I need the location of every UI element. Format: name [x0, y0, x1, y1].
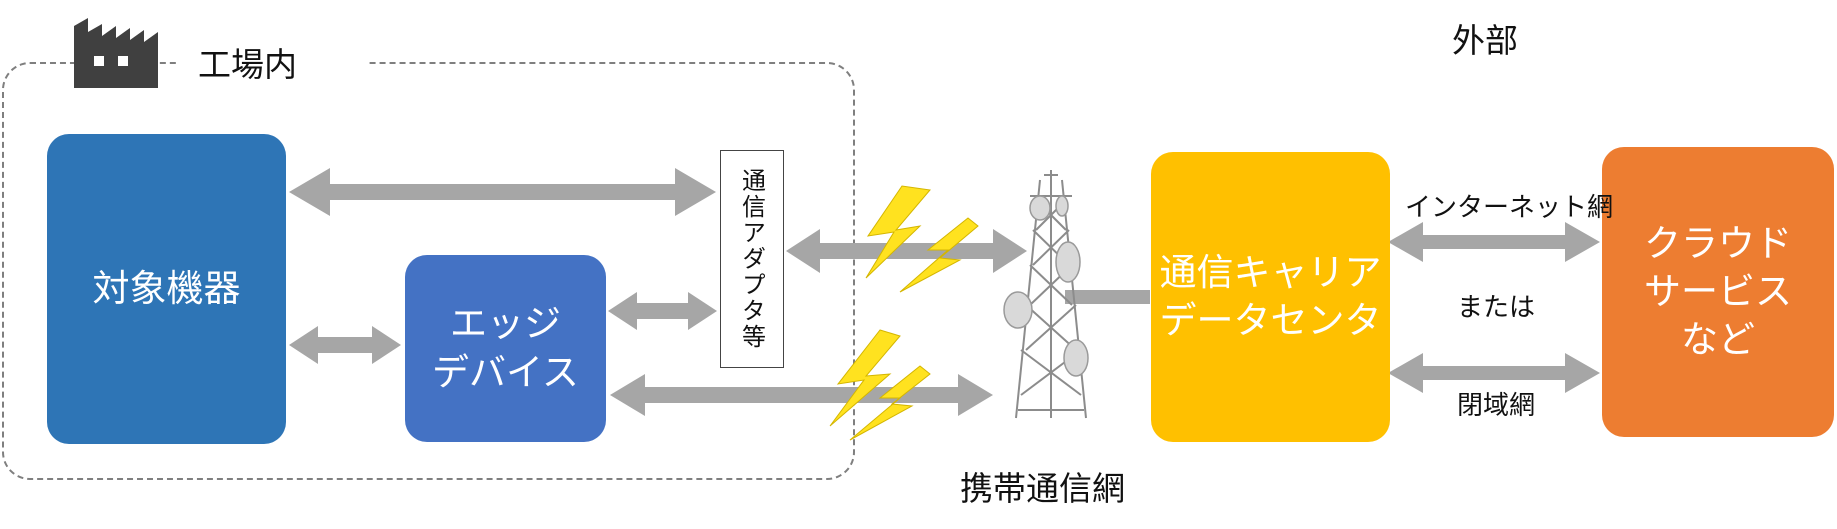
dish-antenna-3 [1003, 291, 1033, 329]
factory-icon [74, 18, 158, 88]
or-label: または [1456, 293, 1535, 323]
arrow-target-edge [289, 326, 401, 364]
internet-label: インターネット網 [1405, 193, 1614, 223]
cloud-label-line2: サービス [1644, 269, 1792, 313]
factory-label: 工場内 [198, 45, 297, 84]
dish-antenna-2 [1055, 241, 1081, 283]
dish-antenna-5 [1055, 195, 1069, 217]
closed-network-label: 閉域網 [1456, 391, 1535, 421]
arrow-adapter-tower [786, 229, 1027, 273]
arrow-internet [1388, 222, 1600, 262]
edge-device-label-line1: エッジ [450, 302, 561, 346]
arrow-edge-adapter [608, 292, 717, 330]
factory-boundary [2, 62, 855, 480]
external-label: 外部 [1452, 21, 1518, 60]
edge-device-label-line2: デバイス [432, 350, 579, 394]
dish-antenna-4 [1063, 339, 1089, 377]
carrier-datacenter-box: 通信キャリア データセンタ [1151, 152, 1390, 442]
tower-carrier-connector [1065, 290, 1150, 304]
arrow-closed [1388, 353, 1600, 393]
arrow-target-adapter [289, 168, 716, 216]
lightning-icon-lower [829, 329, 901, 427]
dish-antenna-1 [1029, 195, 1051, 221]
arrow-edge-tower [610, 374, 993, 416]
mobile-network-label: 携帯通信網 [960, 469, 1125, 508]
comm-adapter-box: 通信アダプタ等 [720, 150, 784, 368]
carrier-label-line1: 通信キャリア [1159, 250, 1382, 294]
target-device-box: 対象機器 [47, 134, 286, 444]
lightning-icon-upper [865, 185, 931, 279]
cloud-label-line3: など [1681, 318, 1755, 362]
lightning-icon-upper-2 [899, 217, 979, 293]
comm-adapter-label: 通信アダプタ等 [737, 168, 766, 350]
lightning-icon-lower-2 [849, 365, 931, 441]
cloud-label-line1: クラウド [1644, 221, 1792, 265]
edge-device-box: エッジ デバイス [405, 255, 606, 442]
target-device-label: 対象機器 [92, 266, 241, 310]
cloud-service-box: クラウド サービス など [1602, 147, 1834, 437]
carrier-label-line2: データセンタ [1159, 299, 1382, 342]
boundary-gap [178, 50, 368, 74]
